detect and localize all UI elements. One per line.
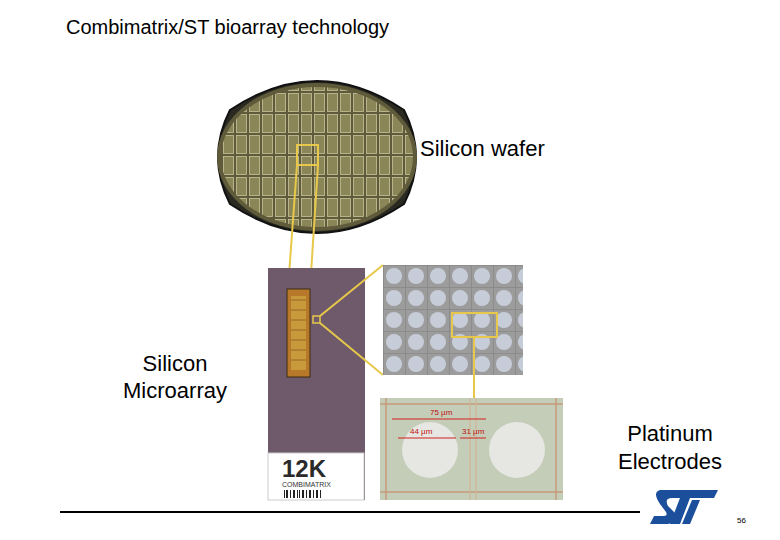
electrode-photo <box>380 398 563 500</box>
slide-title: Combimatrix/ST bioarray technology <box>66 16 389 39</box>
microarray-label: Silicon Microarray <box>100 350 250 404</box>
wafer-label: Silicon wafer <box>420 136 545 162</box>
page-number: 56 <box>737 516 746 525</box>
dimension: 75 µm <box>430 408 452 417</box>
st-logo <box>650 490 718 524</box>
brand-name: COMBIMATRIX <box>282 481 331 488</box>
footer-rule <box>60 511 640 513</box>
dimension: 31 µm <box>462 427 484 436</box>
silicon-wafer <box>210 80 425 235</box>
electrodes-label: Platinum Electrodes <box>595 420 745 476</box>
chip-capacity: 12K <box>282 455 326 483</box>
zoom-lines <box>473 337 475 398</box>
microarray-chip <box>268 268 365 500</box>
spot-grid-photo <box>383 265 523 375</box>
zoom-lines <box>320 265 383 375</box>
dimension: 44 µm <box>410 427 432 436</box>
